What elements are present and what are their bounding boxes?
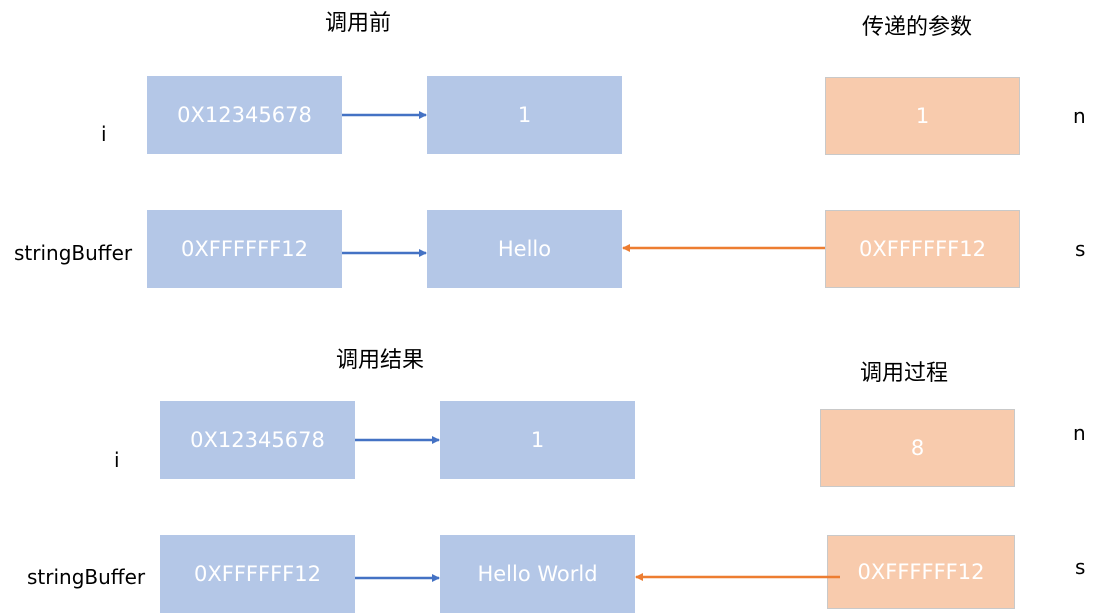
address-box-stringbuffer-bottom: 0XFFFFFF12 — [160, 535, 355, 613]
param-box-n-bottom: 8 — [820, 409, 1015, 487]
param-box-s-bottom: 0XFFFFFF12 — [827, 535, 1015, 609]
call-result-title: 调用结果 — [336, 348, 425, 373]
address-box-stringbuffer-top: 0XFFFFFF12 — [147, 210, 342, 288]
param-box-s-top: 0XFFFFFF12 — [825, 210, 1020, 288]
param-label-s-bottom: s — [1075, 555, 1086, 579]
value-box-stringbuffer-top: Hello — [427, 210, 622, 288]
param-label-s-top: s — [1075, 237, 1086, 261]
before-call-title: 调用前 — [325, 11, 392, 36]
value-box-stringbuffer-bottom: Hello World — [440, 535, 635, 613]
address-box-i-bottom: 0X12345678 — [160, 401, 355, 479]
value-box-i-top: 1 — [427, 76, 622, 154]
var-label-stringbuffer-top: stringBuffer — [14, 241, 133, 265]
address-box-i-top: 0X12345678 — [147, 76, 342, 154]
var-label-stringbuffer-bottom: stringBuffer — [27, 565, 146, 589]
var-label-i-bottom: i — [114, 448, 120, 472]
value-box-i-bottom: 1 — [440, 401, 635, 479]
param-label-n-bottom: n — [1073, 421, 1086, 445]
param-box-n-top: 1 — [825, 77, 1020, 155]
call-process-title: 调用过程 — [860, 361, 949, 386]
var-label-i-top: i — [101, 122, 107, 146]
passed-params-title: 传递的参数 — [862, 15, 973, 40]
param-label-n-top: n — [1073, 104, 1086, 128]
